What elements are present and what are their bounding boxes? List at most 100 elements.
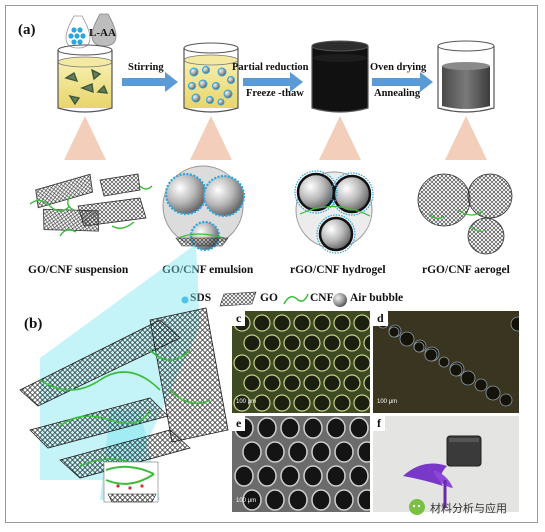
pore-array (377, 316, 519, 407)
sem-cell (234, 465, 254, 487)
droplet (293, 354, 311, 372)
step-partial-reduction: Partial reduction (232, 62, 309, 73)
droplet (253, 354, 271, 372)
sem-cell (334, 441, 354, 463)
arrow-reduction (243, 72, 303, 92)
droplet (293, 314, 311, 332)
pore (474, 378, 488, 392)
caption-hydrogel: rGO/CNF hydrogel (290, 264, 386, 276)
pore (460, 370, 476, 386)
panel-label-d: d (373, 311, 388, 326)
panel-label-a: (a) (18, 22, 36, 38)
air-bubble-icon (333, 293, 347, 307)
pore (438, 356, 450, 368)
sem-cell (357, 489, 370, 511)
aerogel-block (446, 435, 482, 467)
sem-cell (326, 417, 346, 439)
step-stirring: Stirring (128, 62, 164, 73)
aerogel-illustration (417, 173, 513, 255)
droplet (343, 334, 361, 352)
caption-suspension: GO/CNF suspension (28, 264, 129, 276)
sem-cell (349, 465, 369, 487)
step-freeze-thaw: Freeze -thaw (246, 88, 304, 99)
micrograph-d: d 100 μm (373, 311, 519, 413)
sem-cell (265, 441, 285, 463)
step-oven-drying: Oven drying (370, 62, 427, 73)
sem-cell (303, 465, 323, 487)
droplet (353, 394, 370, 412)
pore (388, 326, 400, 338)
droplet (263, 334, 281, 352)
legend-icons (181, 291, 347, 307)
hydrogel-illustration (294, 170, 374, 254)
legend-go: GO (260, 292, 278, 304)
sem-cell (257, 417, 277, 439)
network-illustration (19, 244, 229, 503)
wechat-logo-icon (409, 499, 425, 515)
droplet (323, 374, 341, 392)
droplet (343, 374, 361, 392)
sem-cell (288, 441, 308, 463)
beaker-go-cnf (57, 44, 113, 113)
scale-bar-d: 100 μm (377, 399, 398, 405)
droplet (363, 374, 370, 392)
pore (413, 341, 425, 353)
l-aa-label: L-AA (89, 27, 116, 39)
droplet (353, 314, 370, 332)
pore (485, 385, 501, 401)
caption-emulsion: GO/CNF emulsion (162, 264, 254, 276)
pore (499, 393, 513, 407)
panel-label-e: e (232, 416, 246, 431)
sem-cell (326, 465, 346, 487)
step-annealing: Annealing (374, 88, 421, 99)
pore (449, 363, 463, 377)
droplet (273, 394, 291, 412)
sem-cell (303, 417, 323, 439)
pore (424, 348, 438, 362)
sem-cell (357, 441, 370, 463)
sem-cell (349, 417, 369, 439)
droplet-array (233, 314, 370, 412)
micrograph-c: c 100 μm (232, 311, 370, 413)
process-scheme (29, 13, 513, 255)
figure-frame (5, 5, 538, 523)
go-sheet-icon (219, 291, 257, 307)
droplet (243, 334, 261, 352)
micrograph-e: e 100 μm (232, 416, 370, 512)
beaker-hydrogel (311, 40, 369, 113)
droplet (313, 394, 331, 412)
pore (399, 331, 415, 347)
droplet (323, 334, 341, 352)
droplet (293, 394, 311, 412)
droplet (283, 374, 301, 392)
caption-aerogel: rGO/CNF aerogel (422, 264, 510, 276)
sem-cell (242, 489, 262, 511)
sem-cell (280, 465, 300, 487)
droplet (313, 354, 331, 372)
scale-bar-e: 100 μm (236, 498, 257, 504)
photo-f: f (373, 416, 519, 512)
droplet (253, 314, 271, 332)
droplet (333, 394, 351, 412)
beaker-emulsion (183, 42, 239, 113)
droplet (253, 394, 271, 412)
pore (510, 316, 519, 332)
sem-cell (311, 441, 331, 463)
suspension-illustration (29, 173, 153, 237)
droplet (283, 334, 301, 352)
emulsion-illustration (162, 165, 246, 252)
sem-cell (334, 489, 354, 511)
droplet (303, 374, 321, 392)
zoom-beams (64, 116, 487, 160)
droplet (233, 354, 251, 372)
sds-icon (181, 296, 189, 304)
legend-sds: SDS (190, 292, 212, 304)
sem-cell (242, 441, 262, 463)
droplet (333, 314, 351, 332)
cnf-fiber-icon (283, 293, 309, 305)
droplet (333, 354, 351, 372)
droplet (233, 394, 251, 412)
sem-cell (311, 489, 331, 511)
panel-label-b: (b) (24, 316, 43, 332)
droplet (303, 334, 321, 352)
